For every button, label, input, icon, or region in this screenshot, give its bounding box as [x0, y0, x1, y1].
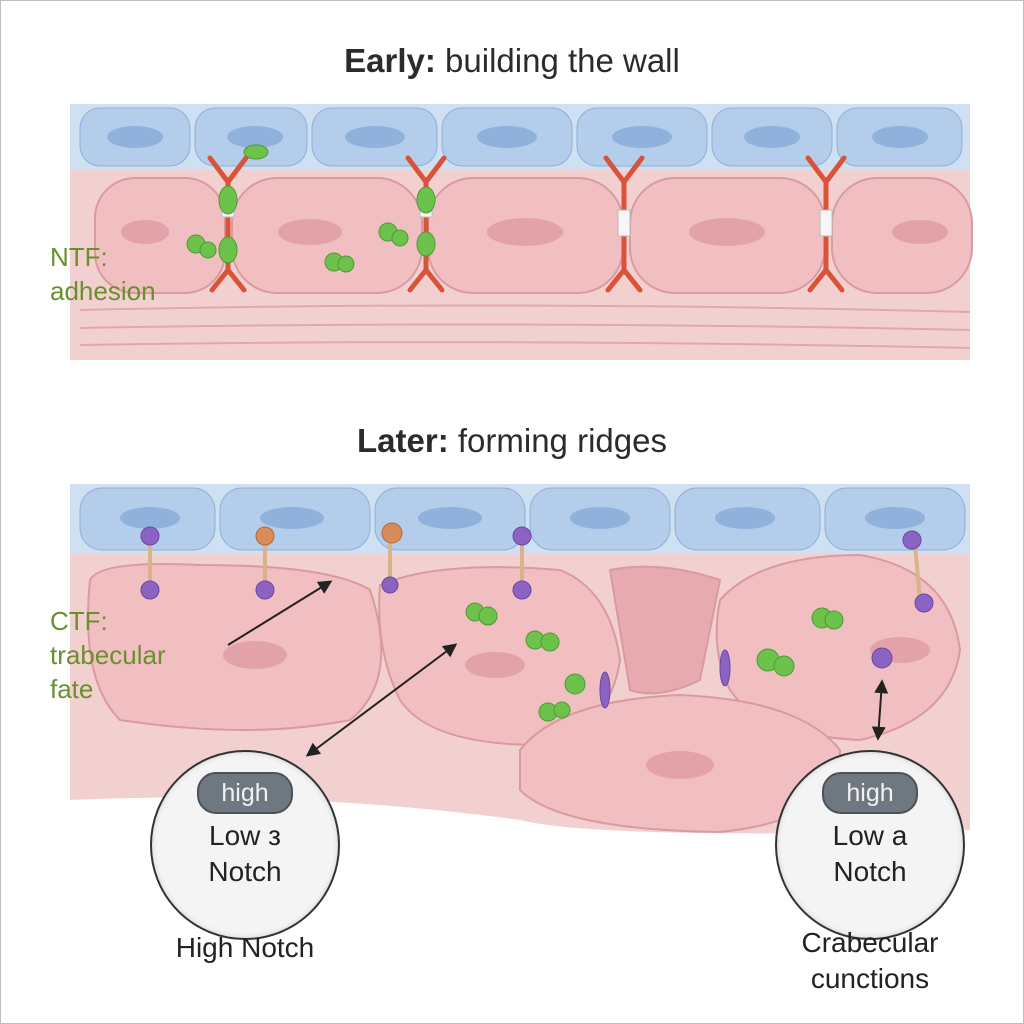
later-panel	[70, 484, 970, 834]
endocardial-cells	[79, 107, 963, 167]
right-circle-line2: Notch	[833, 856, 907, 887]
ctf-label-line1: CTF:	[50, 606, 108, 636]
left-notch-circle: high Low з Notch	[150, 750, 340, 940]
early-panel-title: Early: building the wall	[344, 42, 680, 79]
arrows	[227, 580, 889, 757]
arrow-left-circle	[305, 643, 458, 757]
left-circle-line2: Notch	[208, 856, 282, 887]
ntf-label-line1: NTF:	[50, 242, 108, 272]
compact-layer-bands	[79, 304, 971, 349]
bottom-right-line1: Crabecular	[801, 927, 939, 958]
endocardial-cells-later	[79, 487, 966, 551]
bottom-left-label: High Notch	[175, 932, 315, 963]
bottom-right-line2: cunctions	[810, 963, 930, 994]
receptor-3	[603, 155, 645, 293]
ctf-receptors	[140, 522, 934, 709]
arrow-to-cell	[227, 580, 333, 646]
right-notch-circle: high Low а Notch	[775, 750, 965, 940]
right-circle-text: Low а Notch	[777, 818, 963, 890]
left-circle-line1: Low з	[209, 820, 281, 851]
myocardial-cells	[94, 177, 973, 294]
ctf-label-line3: fate	[50, 674, 94, 704]
ntf-label: NTF: adhesion	[50, 240, 156, 308]
right-high-pill: high	[822, 772, 918, 814]
left-high-pill: high	[197, 772, 293, 814]
bottom-right-label: Crabecular cunctions	[740, 925, 1000, 997]
arrow-right-circle	[871, 679, 889, 741]
left-circle-text: Low з Notch	[152, 818, 338, 890]
receptor-4	[805, 155, 847, 293]
ctf-label: CTF: trabecular fate	[50, 604, 166, 706]
later-panel-title: Later: forming ridges	[357, 422, 667, 459]
right-circle-line1: Low а	[832, 820, 908, 851]
ctf-label-line2: trabecular	[50, 640, 166, 670]
green-ligands-later	[465, 602, 844, 722]
ntf-label-line2: adhesion	[50, 276, 156, 306]
green-ligands-early	[186, 144, 436, 273]
early-panel	[70, 104, 973, 360]
